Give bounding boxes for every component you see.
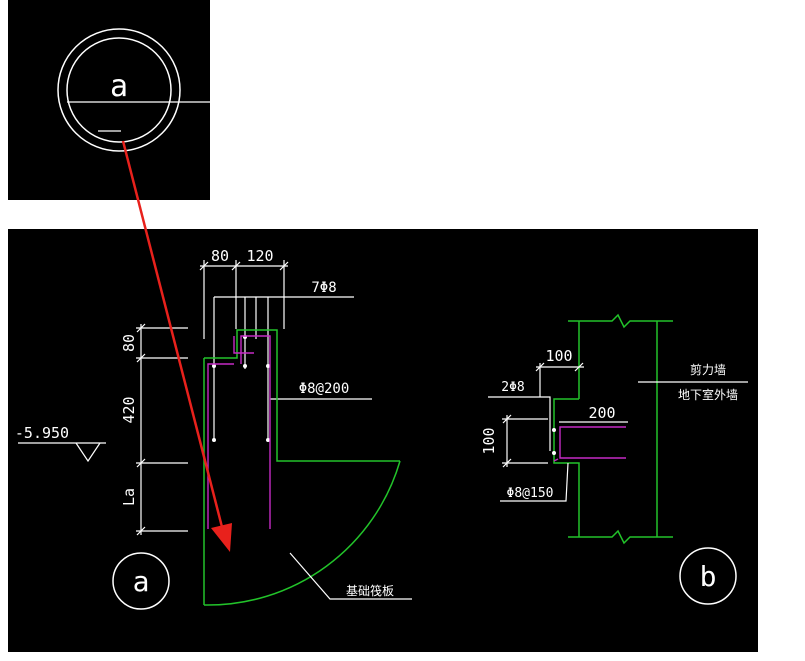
callout-a-circle <box>112 552 170 610</box>
detail-a-dim-top-right: 120 <box>246 247 273 265</box>
slab-label: 基础筏板 <box>346 584 394 598</box>
detail-a-dim-v-mid: 420 <box>120 396 138 423</box>
detail-a-stirrup-label: Φ8@200 <box>299 381 350 397</box>
detail-b-rebar-label: 2Φ8 <box>501 380 524 395</box>
detail-a-labels: 80 120 7Φ8 80 420 La Φ8@200 -5.950 基础筏板 <box>15 247 394 598</box>
inset-crop: a <box>8 0 210 200</box>
annotation-arrow-shaft <box>121 140 224 528</box>
detail-b-rebar-dots <box>552 428 556 455</box>
detail-a-dim-top-left: 80 <box>211 247 229 265</box>
callout-a-letter: a <box>133 565 150 598</box>
detail-b-dim-100-top: 100 <box>545 347 572 365</box>
detail-b-stirrup-label: Φ8@150 <box>507 486 554 501</box>
detail-a-dim-v-top: 80 <box>120 334 138 352</box>
inset-callout-letter: a <box>110 69 128 104</box>
detail-b-dimension-lines <box>488 362 748 502</box>
wall-label-basement: 地下室外墙 <box>678 387 738 402</box>
detail-a-dim-v-bottom: La <box>120 488 138 506</box>
main-drawing-panel: 80 120 7Φ8 80 420 La Φ8@200 -5.950 基础筏板 … <box>8 229 758 652</box>
detail-b-dim-100-left: 100 <box>480 427 498 454</box>
inset-callout-inner-circle <box>66 37 172 143</box>
elevation-label: -5.950 <box>15 424 69 442</box>
detail-b-rebar <box>553 426 626 462</box>
detail-a-dimension-lines <box>18 260 372 536</box>
annotation-arrow-head <box>211 523 232 552</box>
callout-b-circle <box>679 547 737 605</box>
detail-a-rebar-leaders <box>213 297 269 441</box>
detail-b-wall-outline <box>553 313 673 545</box>
cad-detail-drawing: 80 120 7Φ8 80 420 La Φ8@200 -5.950 基础筏板 … <box>15 247 748 610</box>
detail-b-dim-200: 200 <box>588 404 615 422</box>
callout-b-letter: b <box>700 560 717 593</box>
detail-a-rebar-dots <box>212 335 270 442</box>
inset-drawing: a <box>57 28 210 152</box>
detail-a-outline <box>203 329 401 606</box>
detail-a-rebar-top-label: 7Φ8 <box>311 280 336 296</box>
inset-callout-outer-circle <box>57 28 181 152</box>
slab-leader <box>289 552 412 600</box>
wall-label-shear: 剪力墙 <box>690 362 726 377</box>
detail-b-labels: 100 2Φ8 200 100 Φ8@150 剪力墙 地下室外墙 <box>480 347 738 501</box>
